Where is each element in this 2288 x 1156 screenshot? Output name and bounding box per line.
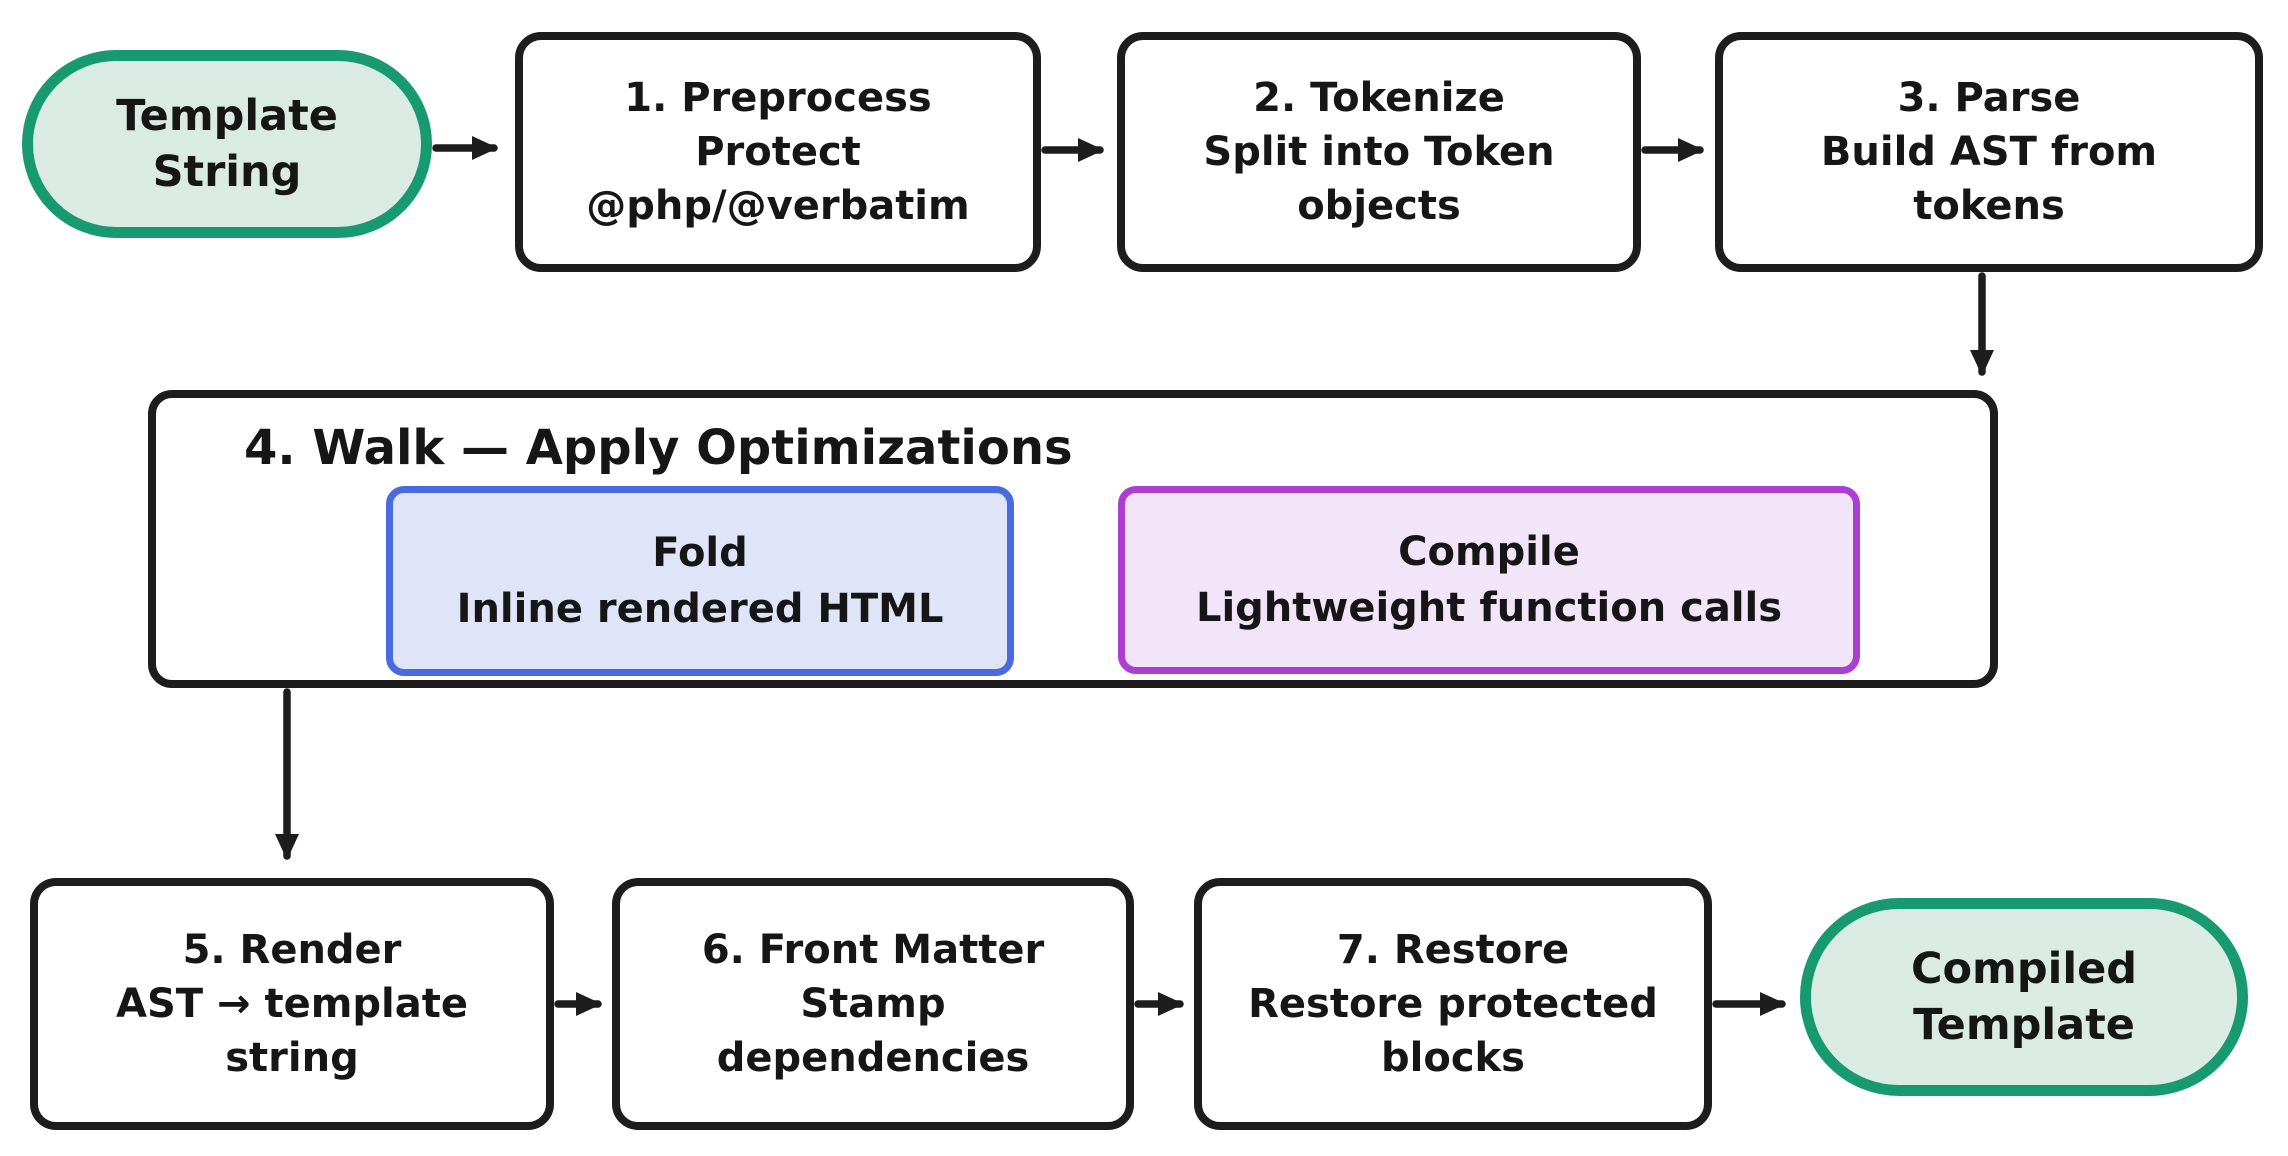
node-label-line: Compiled: [1910, 944, 2138, 994]
node-step1-preprocess: 1. Preprocess Protect @php/@verbatim: [515, 32, 1041, 272]
node-label-line: Build AST from: [1820, 129, 2158, 175]
node-template-string: Template String: [22, 50, 432, 238]
node-label-line: Stamp: [800, 981, 946, 1027]
node-label-line: 6. Front Matter: [701, 927, 1045, 973]
node-label-line: @php/@verbatim: [586, 183, 970, 229]
node-label-line: 2. Tokenize: [1253, 75, 1505, 121]
node-label-line: Template: [1913, 1000, 2135, 1050]
node-label-line: objects: [1297, 183, 1461, 229]
node-label-line: 3. Parse: [1897, 75, 2081, 121]
node-label-line: Restore protected: [1248, 981, 1658, 1027]
node-label-line: String: [152, 147, 302, 197]
node-label-line: Template: [116, 91, 338, 141]
node-step6-front-matter: 6. Front Matter Stamp dependencies: [612, 878, 1134, 1130]
node-label-line: blocks: [1381, 1035, 1525, 1081]
node-label-line: Split into Token: [1203, 129, 1555, 175]
node-label-line: 1. Preprocess: [624, 75, 932, 121]
node-label-line: AST → template: [116, 981, 468, 1027]
node-step2-tokenize: 2. Tokenize Split into Token objects: [1117, 32, 1641, 272]
node-label-line: tokens: [1913, 183, 2065, 229]
node-label-line: dependencies: [716, 1035, 1030, 1081]
node-label-line: Compile: [1398, 529, 1580, 575]
node-label-line: 5. Render: [182, 927, 402, 973]
node-compile-optimization: Compile Lightweight function calls: [1118, 486, 1860, 674]
node-step7-restore: 7. Restore Restore protected blocks: [1194, 878, 1712, 1130]
node-step3-parse: 3. Parse Build AST from tokens: [1715, 32, 2263, 272]
step4-title: 4. Walk — Apply Optimizations: [244, 420, 1073, 476]
node-label-line: string: [225, 1035, 359, 1081]
node-label-line: Lightweight function calls: [1195, 585, 1783, 631]
node-step5-render: 5. Render AST → template string: [30, 878, 554, 1130]
node-compiled-template: Compiled Template: [1800, 898, 2248, 1096]
node-label-line: Protect: [695, 129, 861, 175]
node-label-line: 7. Restore: [1336, 927, 1570, 973]
node-fold-optimization: Fold Inline rendered HTML: [386, 486, 1014, 676]
node-label-line: Inline rendered HTML: [456, 586, 944, 632]
node-step4-walk-container: 4. Walk — Apply Optimizations Fold Inlin…: [148, 390, 1998, 688]
node-label-line: Fold: [652, 530, 748, 576]
